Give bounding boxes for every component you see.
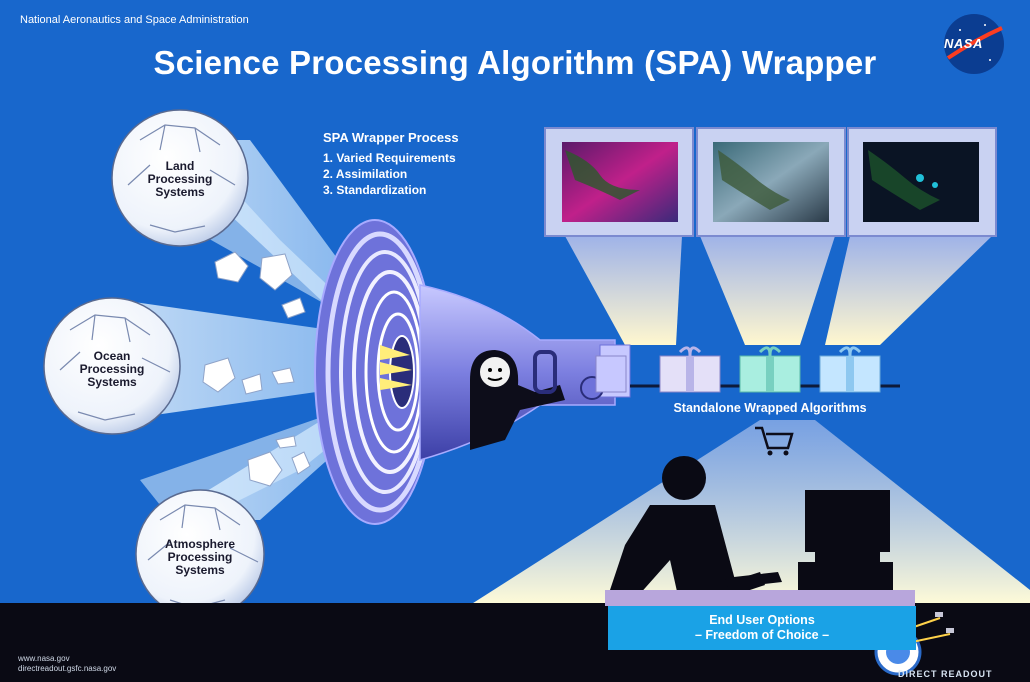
process-step: 3. Standardization [323,183,427,197]
user-beam [470,420,1030,605]
person-silhouette-icon [605,456,765,605]
atmosphere-label: Atmosphere Processing Systems [164,537,235,577]
process-step: 1. Varied Requirements [323,151,456,165]
end-user-line2: – Freedom of Choice – [694,628,830,642]
footer-links: www.nasa.gov directreadout.gsfc.nasa.gov [18,654,116,674]
land-ball [111,109,249,247]
spa-funnel [314,219,631,525]
desk [605,590,915,606]
ocean-ball [43,297,181,435]
land-label: Land Processing Systems [147,159,213,199]
nasa-logo-icon [944,14,1004,74]
satellite-screens [544,127,997,237]
shopping-cart-icon [755,426,794,456]
end-user-options: End User Options – Freedom of Choice – [608,606,916,650]
footer-link-nasa[interactable]: www.nasa.gov [18,654,70,663]
nasa-logo-text: NASA [944,36,983,51]
gift-box-icon [739,346,801,393]
data-fragments [202,251,311,487]
agency-name: National Aeronautics and Space Administr… [20,14,249,26]
direct-readout-label: DIRECT READOUT [898,669,993,679]
page-title: Science Processing Algorithm (SPA) Wrapp… [153,44,877,81]
algorithms-label: Standalone Wrapped Algorithms [673,401,867,415]
footer-link-directreadout[interactable]: directreadout.gsfc.nasa.gov [18,664,117,673]
process-step: 2. Assimilation [323,167,408,181]
end-user-line1: End User Options [709,613,815,627]
gift-box-icon [659,346,721,393]
gift-box-icon [595,355,627,393]
ocean-label: Ocean Processing Systems [79,349,145,389]
scientist-figure [470,350,604,450]
process-list: SPA Wrapper Process 1. Varied Requiremen… [323,130,459,198]
gift-box-icon [819,346,881,393]
computer-icon [725,490,893,590]
screen-beams [565,236,992,345]
process-heading: SPA Wrapper Process [323,130,459,145]
